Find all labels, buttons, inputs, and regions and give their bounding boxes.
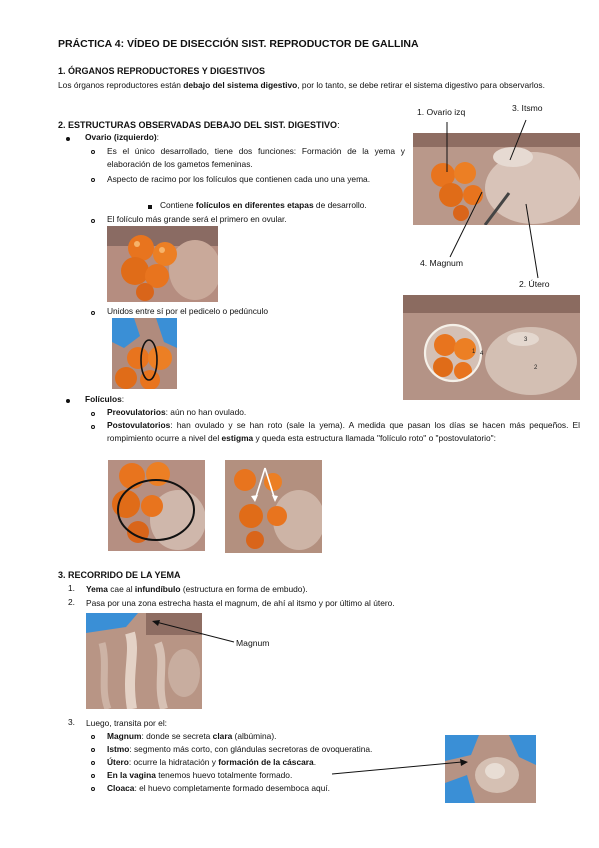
step-3-number: 3. xyxy=(68,717,75,727)
preovulatorios-item: Preovulatorios: aún no han ovulado. xyxy=(107,407,247,417)
list-item-magnum: Magnum: donde se secreta clara (albúmina… xyxy=(107,731,277,741)
callout-utero: 2. Útero xyxy=(519,279,550,289)
bullet-circle xyxy=(91,735,95,739)
postovulatory-photo-arrows xyxy=(225,460,322,553)
bullet-dot xyxy=(66,137,70,141)
list-item-utero: Útero: ocurre la hidratación y formación… xyxy=(107,757,317,767)
callout-lines xyxy=(446,119,539,279)
pedicle-photo xyxy=(112,318,177,389)
reproductive-tract-photo xyxy=(413,133,580,225)
bullet-circle xyxy=(91,774,95,778)
bullet-circle xyxy=(91,311,95,315)
callout-itsmo: 3. Itsmo xyxy=(512,103,543,113)
list-item-cloaca: Cloaca: el huevo completamente formado d… xyxy=(107,783,331,793)
bullet-circle xyxy=(91,787,95,791)
foliculos-heading: Folículos: xyxy=(85,394,125,404)
photo-label-2: 2 xyxy=(534,365,538,371)
callout-ovario: 1. Ovario izq xyxy=(417,107,466,117)
postovulatorios-item: Postovulatorios: han ovulado y se han ro… xyxy=(107,420,580,443)
ovario-item-3: El folículo más grande será el primero e… xyxy=(107,214,287,224)
callout-magnum: 4. Magnum xyxy=(420,258,463,268)
magnum-arrow xyxy=(152,620,235,643)
list-item-vagina: En la vagina tenemos huevo totalmente fo… xyxy=(107,770,293,780)
section-2-heading: 2. ESTRUCTURAS OBSERVADAS DEBAJO DEL SIS… xyxy=(58,120,340,130)
bullet-dot xyxy=(66,399,70,403)
callout-magnum-2: Magnum xyxy=(236,638,270,648)
bullet-circle xyxy=(91,425,95,429)
step-1-text: Yema cae al infundíbulo (estructura en f… xyxy=(86,584,308,594)
bullet-square xyxy=(148,205,152,209)
bullet-circle xyxy=(91,412,95,416)
step-2-number: 2. xyxy=(68,597,75,607)
step-1-number: 1. xyxy=(68,583,75,593)
photo-label-4: 4 xyxy=(480,351,484,357)
ovario-subitem: Contiene folículos en diferentes etapas … xyxy=(160,200,367,210)
bullet-circle xyxy=(91,150,95,154)
ovario-item-1: Es el único desarrollado, tiene dos func… xyxy=(107,146,405,169)
photo-label-3: 3 xyxy=(524,337,528,343)
vagina-photo xyxy=(445,735,536,803)
follicles-photo xyxy=(107,226,218,302)
ovario-item-2: Aspecto de racimo por los folículos que … xyxy=(107,174,371,184)
photo-label-1: 1 xyxy=(472,349,476,355)
section-3-heading: 3. RECORRIDO DE LA YEMA xyxy=(58,570,181,580)
section-1-heading: 1. ÓRGANOS REPRODUCTORES Y DIGESTIVOS xyxy=(58,66,266,76)
postovulatory-photo-circled xyxy=(108,460,205,551)
ovario-heading: Ovario (izquierdo): xyxy=(85,132,159,142)
ovario-item-4: Unidos entre sí por el pedicelo o pedúnc… xyxy=(107,306,269,316)
page-title: PRÁCTICA 4: VÍDEO DE DISECCIÓN SIST. REP… xyxy=(58,38,419,50)
step-2-text: Pasa por una zona estrecha hasta el magn… xyxy=(86,598,395,608)
step-3-text: Luego, transita por el: xyxy=(86,718,168,728)
labeled-organs-photo xyxy=(403,295,580,400)
section-1-text: Los órganos reproductores están debajo d… xyxy=(58,80,545,90)
bullet-circle xyxy=(91,178,95,182)
vagina-arrow xyxy=(331,759,468,775)
bullet-circle xyxy=(91,748,95,752)
list-item-istmo: Istmo: segmento más corto, con glándulas… xyxy=(107,744,373,754)
bullet-circle xyxy=(91,761,95,765)
bullet-circle xyxy=(91,219,95,223)
